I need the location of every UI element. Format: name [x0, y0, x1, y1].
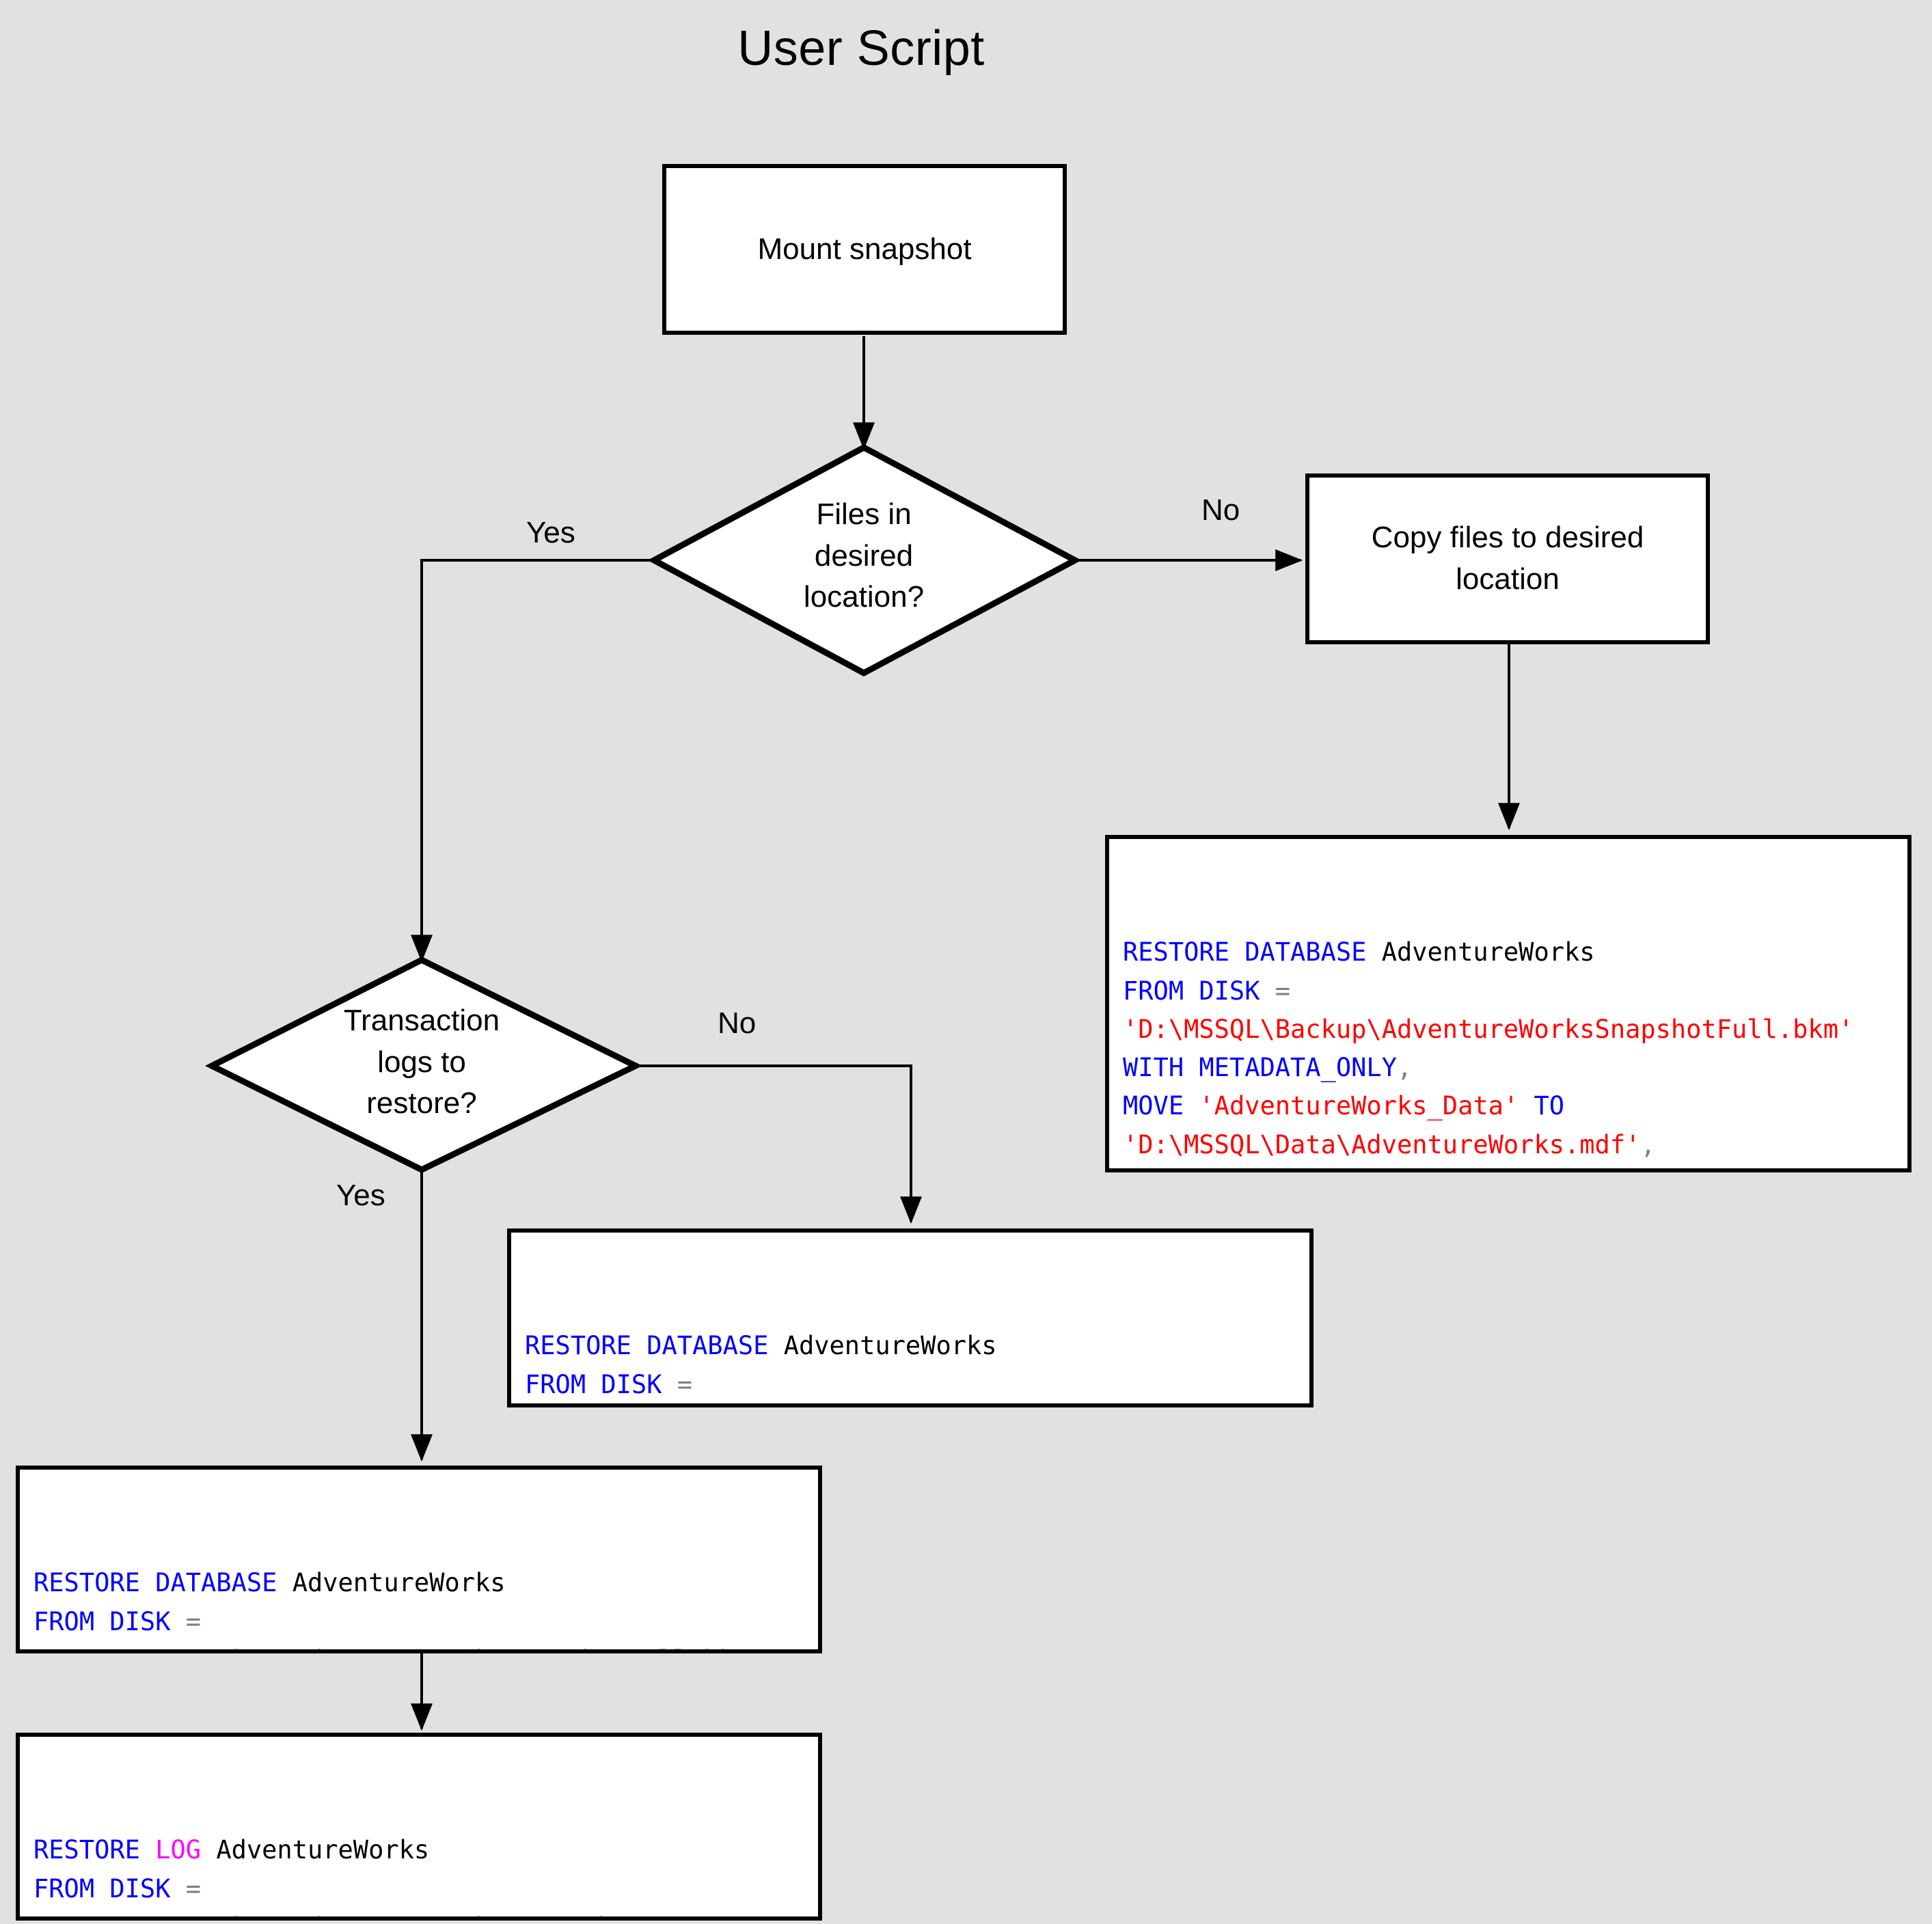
code-token: AdventureWorks — [783, 1331, 997, 1361]
code-token: 'D:\MSSQL\Backup\AdventureWorksSnapshotF… — [1123, 1014, 1854, 1044]
code-token: = — [185, 1873, 202, 1904]
code-line: FROM DISK = — [33, 1870, 818, 1908]
code-token: 'AdventureWorks_Data' — [1199, 1091, 1534, 1121]
code-token: RESTORE DATABASE — [525, 1331, 784, 1361]
decision-files-in-location[interactable] — [647, 443, 1082, 677]
code-line: 'D:\MSSQL\Backup\AdventureWorksLogBackup… — [33, 1908, 818, 1916]
code-line: FROM DISK = — [33, 1603, 818, 1641]
code-token: TO — [1534, 1091, 1565, 1121]
node-copy-files[interactable]: Copy files to desired location — [1305, 473, 1710, 644]
code-token: = — [185, 1606, 202, 1636]
code-line: RESTORE LOG AdventureWorks — [33, 1831, 818, 1869]
code-token: WITH METADATA_ONLY — [1123, 1053, 1397, 1083]
code-token: 'D:\MSSQL\Backup\AdventureWorksLogBackup… — [33, 1912, 718, 1916]
code-line: RESTORE DATABASE AdventureWorks — [1123, 933, 1907, 972]
code-line: MOVE 'AdventureWorks_Data' TO — [1123, 1087, 1907, 1125]
code-token: = — [1275, 976, 1291, 1006]
code-token: 'D:\MSSQL\Data\AdventureWorks.mdf' — [1123, 1129, 1641, 1159]
code-token: AdventureWorks — [216, 1835, 430, 1865]
code-line: FROM DISK = — [525, 1366, 1309, 1403]
code-line: RESTORE DATABASE AdventureWorks — [525, 1327, 1309, 1365]
code-token: , — [1396, 1053, 1413, 1083]
code-token: LOG — [155, 1835, 217, 1865]
code-token: FROM DISK — [525, 1369, 677, 1399]
code-token: FROM DISK — [1123, 976, 1275, 1006]
code-line: FROM DISK = — [1123, 972, 1907, 1011]
decision-files-in-location-label: Files in desired location? — [803, 497, 925, 614]
code-line: 'D:\MSSQL\Backup\AdventureWorksSnapshotF… — [525, 1404, 1309, 1407]
code-token: = — [677, 1369, 693, 1399]
code-token: FROM DISK — [33, 1606, 186, 1636]
code-token: RESTORE — [33, 1835, 156, 1865]
code-line: 'D:\MSSQL\Backup\AdventureWorksSnapshotF… — [1123, 1011, 1907, 1049]
page-title: User Script — [737, 21, 985, 76]
code-token: MOVE — [1123, 1091, 1199, 1121]
code-line: WITH METADATA_ONLY, — [1123, 1049, 1907, 1087]
edge-label-files-no: No — [1201, 493, 1240, 527]
code-token: RESTORE DATABASE — [1123, 937, 1382, 967]
code-token: 'AdventureWorks_Log' — [1199, 1168, 1519, 1169]
code-token: 'D:\MSSQL\Backup\AdventureWorksSnapshotF… — [33, 1645, 764, 1649]
node-mount-snapshot[interactable]: Mount snapshot — [662, 164, 1067, 335]
code-line: RESTORE DATABASE AdventureWorks — [33, 1564, 818, 1602]
node-mount-snapshot-label: Mount snapshot — [757, 232, 972, 266]
decision-transaction-logs-label: Transaction logs to restore? — [343, 1004, 500, 1121]
decision-transaction-logs[interactable] — [204, 956, 643, 1174]
edge-label-files-yes: Yes — [526, 516, 575, 549]
code-token: AdventureWorks — [1381, 937, 1595, 967]
code-token: FROM DISK — [33, 1873, 186, 1904]
node-copy-files-label: Copy files to desired location — [1371, 521, 1644, 596]
code-token: , — [1640, 1129, 1656, 1159]
code-token: MOVE — [1123, 1168, 1199, 1169]
code-line: 'D:\MSSQL\Backup\AdventureWorksSnapshotF… — [33, 1641, 818, 1649]
code-token: AdventureWorks — [292, 1568, 506, 1598]
edge-label-logs-yes: Yes — [336, 1179, 385, 1212]
edge-logs-no-to-code — [636, 1064, 922, 1224]
code-token: RESTORE DATABASE — [33, 1568, 292, 1598]
code-line: MOVE 'AdventureWorks_Log' TO — [1123, 1164, 1907, 1169]
code-token: TO — [1519, 1168, 1549, 1169]
edge-label-logs-no: No — [718, 1006, 757, 1040]
edge-files-yes-to-logs — [411, 559, 654, 963]
code-line: 'D:\MSSQL\Data\AdventureWorks.mdf', — [1123, 1126, 1907, 1164]
